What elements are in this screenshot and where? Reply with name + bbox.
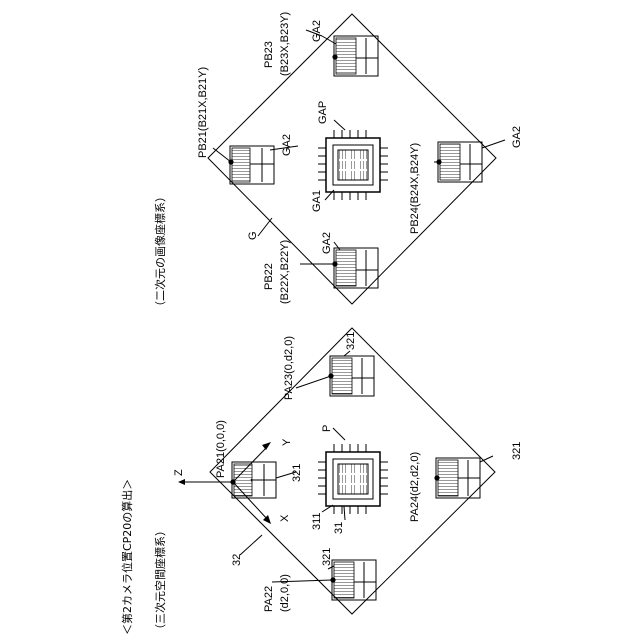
label-p: P	[321, 425, 333, 432]
workpiece-p	[318, 444, 388, 514]
label-pa22-line1: PA22	[263, 586, 275, 612]
right-coordinate-system-label: （二次元の画像座標系）	[153, 191, 167, 312]
marker-321-pa24	[434, 458, 480, 498]
label-axis-y: Y	[281, 438, 293, 446]
label-32: 32	[231, 554, 243, 566]
left-coordinate-system-label: （三次元空間座標系）	[153, 525, 167, 635]
marker-321-pa21	[230, 462, 276, 498]
point-pb23	[332, 54, 337, 59]
label-axis-z: Z	[173, 469, 185, 476]
section-title: ＜第2カメラ位置CP20の算出＞	[120, 479, 134, 635]
label-ga1: GA1	[311, 190, 323, 212]
label-311: 311	[311, 512, 323, 530]
label-31: 31	[333, 522, 345, 534]
marker-321-pa23	[328, 356, 374, 396]
label-321-pa22: 321	[321, 548, 333, 566]
label-g: G	[247, 231, 259, 240]
label-321-pa21: 321	[291, 464, 303, 482]
label-gap: GAP	[317, 101, 329, 124]
label-pa24: PA24(d2,d2,0)	[409, 452, 421, 522]
label-pa22-line2: (d2,0,0)	[279, 574, 291, 612]
label-pb21: PB21(B21X,B21Y)	[197, 67, 209, 158]
label-axis-x: X	[279, 514, 291, 522]
label-321-pa23: 321	[345, 332, 357, 350]
label-321-pa24: 321	[511, 442, 523, 460]
label-pb24: PB24(B24X,B24Y)	[409, 143, 421, 234]
label-pb23-line1: PB23	[263, 41, 275, 68]
marker-ga2-pb22	[332, 248, 378, 288]
marker-ga2-pb24	[436, 142, 482, 182]
label-pa21: PA21(0,0,0)	[215, 420, 227, 478]
label-pb22-line1: PB22	[263, 263, 275, 290]
point-pa24	[434, 475, 439, 480]
label-ga2-pb22: GA2	[321, 232, 333, 254]
right-leader-lines	[213, 30, 505, 264]
label-ga2-pb24: GA2	[511, 126, 523, 148]
marker-ga2-pb21	[228, 146, 274, 184]
label-ga2-pb21: GA2	[281, 134, 293, 156]
label-pb22-line2: (B22X,B22Y)	[279, 240, 291, 304]
label-ga2-pb23: GA2	[311, 20, 323, 42]
right-diagram: （二次元の画像座標系）	[153, 12, 523, 312]
marker-321-pa22	[330, 560, 376, 600]
marker-ga2-pb23	[332, 36, 378, 76]
chip-image-gap	[318, 130, 388, 200]
left-diagram: ＜第2カメラ位置CP20の算出＞ （三次元空間座標系）	[120, 328, 523, 635]
label-pb23-line2: (B23X,B23Y)	[279, 12, 291, 76]
label-pa23: PA23(0,d2,0)	[283, 336, 295, 400]
